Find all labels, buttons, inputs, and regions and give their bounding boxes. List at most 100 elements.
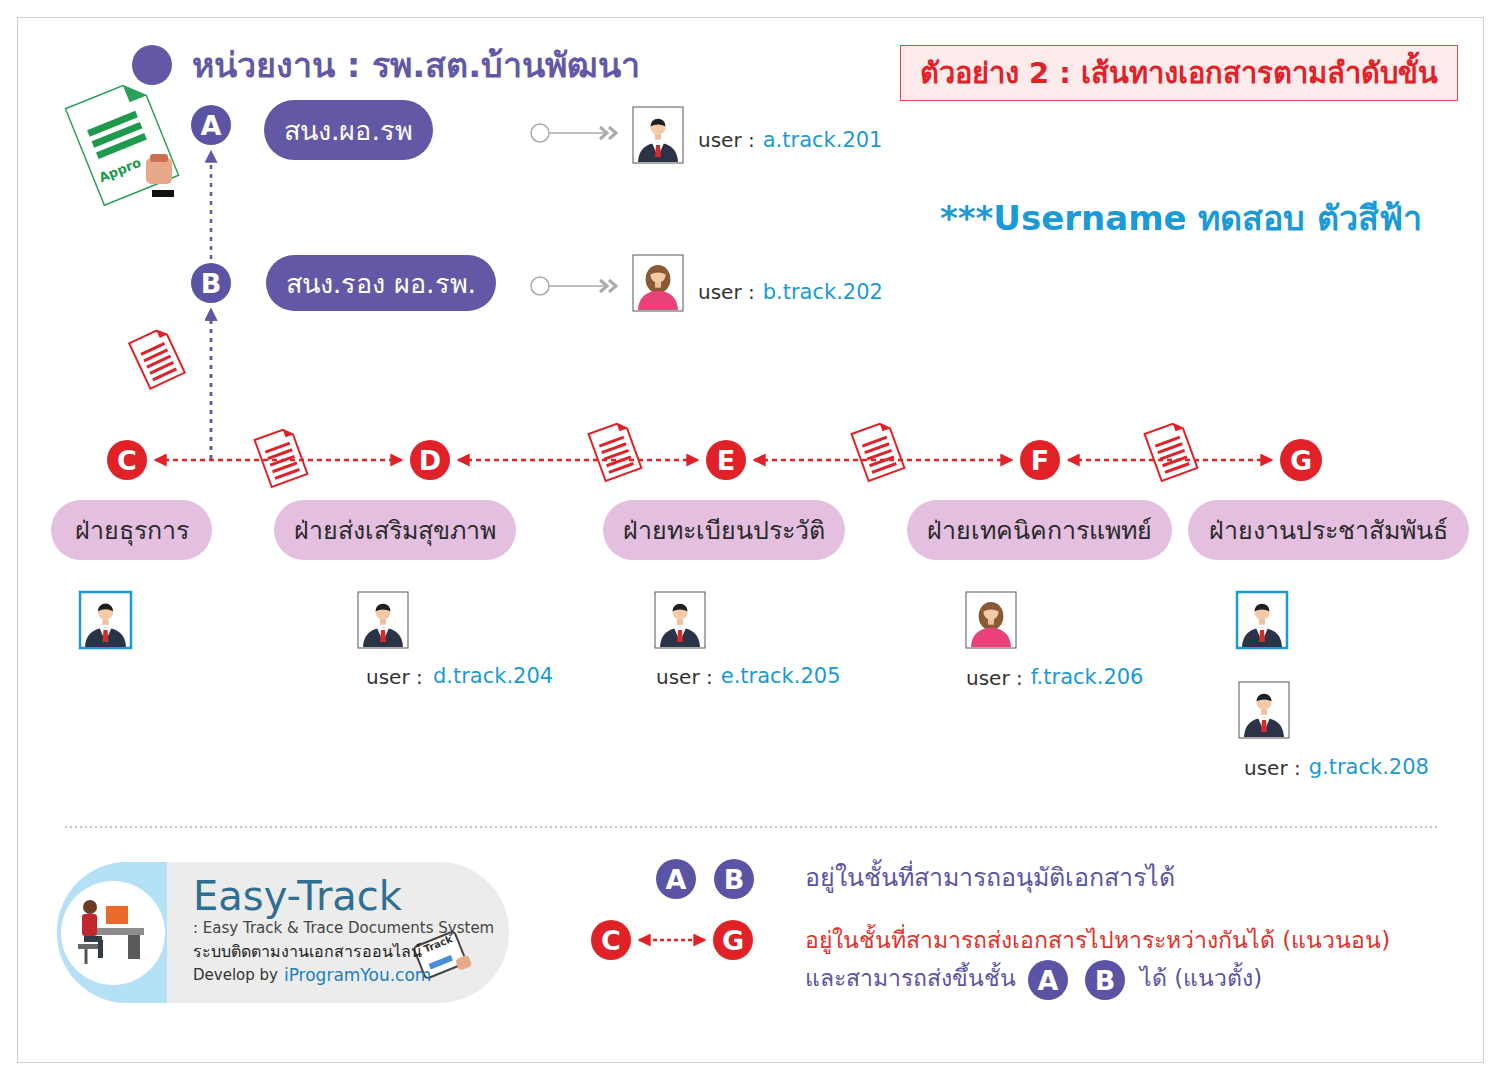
icon-frame [966, 592, 1016, 648]
section-circle: E [706, 440, 746, 480]
fold [283, 427, 293, 437]
body [638, 143, 678, 162]
user-prefix: user : [656, 665, 713, 689]
hair [98, 604, 113, 612]
shirt [377, 628, 389, 642]
approve-connector [210, 151, 213, 259]
tie [677, 630, 683, 642]
body [1242, 628, 1282, 647]
username: g.track.208 [1309, 755, 1429, 779]
fold [156, 327, 167, 338]
user-icon [966, 592, 1016, 648]
face [673, 605, 688, 620]
hair [376, 604, 391, 612]
fold [1173, 421, 1183, 431]
circle-letter: F [1031, 447, 1049, 474]
document-icon [589, 421, 642, 481]
circle-letter: B [1095, 967, 1116, 994]
section-circle: C [107, 440, 147, 480]
user-prefix: user : [698, 280, 755, 304]
circle-fill [656, 859, 696, 899]
body [971, 628, 1011, 647]
body [85, 628, 126, 647]
circle-fill [1280, 439, 1322, 481]
username: f.track.206 [1031, 665, 1144, 689]
node-text: ตัวอย่าง 2 : เส้นทางเอกสารตามลำดับขั้น [920, 50, 1438, 96]
level-circle: B [191, 263, 231, 303]
logo-panel [57, 862, 509, 1003]
body [660, 628, 700, 647]
department-pill: ฝ่ายงานประชาสัมพันธ์ [1188, 500, 1469, 560]
shirt [100, 628, 112, 642]
section-circle: G [1280, 439, 1322, 481]
user-pointer [531, 277, 616, 295]
legend-note: อยู่ในชั้นที่สามารถส่งเอกสารไปหาระหว่างก… [805, 922, 1390, 958]
section-circle: G [713, 920, 753, 960]
username: d.track.204 [433, 664, 553, 688]
panel-ground [57, 862, 509, 1003]
circle-letter: B [724, 866, 745, 893]
node-text: ฝ่ายเทคนิคการแพทย์ [927, 510, 1152, 550]
section-circle: D [410, 440, 450, 480]
face [651, 120, 666, 135]
circle-fill [714, 859, 754, 899]
node-text: สนง.ผอ.รพ [284, 109, 413, 152]
hair [646, 265, 671, 294]
body [363, 628, 403, 647]
approve-connector [210, 309, 213, 459]
icon-frame [1237, 592, 1287, 648]
legend-note: และสามารถส่งขึ้นชั้น [805, 960, 1016, 996]
node-text: สนง.รอง ผอ.รพ. [286, 262, 476, 305]
logo-title: Easy-Track [193, 872, 402, 920]
paper [1145, 421, 1198, 481]
node-text: ฝ่ายงานประชาสัมพันธ์ [1209, 510, 1448, 550]
shirt [1256, 628, 1268, 642]
body [638, 291, 678, 310]
circle-fill [591, 920, 631, 960]
circle-fill [191, 105, 231, 145]
hair [984, 604, 999, 612]
text-line [872, 463, 896, 472]
icon-frame [633, 255, 683, 311]
user-icon [358, 592, 408, 648]
paper [852, 421, 905, 481]
face [376, 605, 391, 620]
hair [979, 602, 1004, 631]
approve-connector [210, 309, 213, 459]
text-line [275, 469, 299, 478]
face [984, 605, 999, 620]
fold [617, 421, 627, 431]
user-icon [655, 592, 705, 648]
send-connector [458, 459, 698, 462]
hair [651, 267, 666, 275]
circle-letter: C [601, 927, 621, 954]
hair [1255, 604, 1270, 612]
approve-icon [65, 79, 178, 205]
department-pill: ฝ่ายส่งเสริมสุขภาพ [274, 500, 516, 560]
hair [673, 604, 688, 612]
fold [880, 421, 890, 431]
hair [1257, 694, 1272, 702]
circle-letter: A [1038, 967, 1059, 994]
username: b.track.202 [763, 280, 883, 304]
shirt [652, 143, 664, 157]
body [1244, 718, 1284, 737]
circle-letter: G [1290, 447, 1312, 474]
user-prefix: user : [1244, 756, 1301, 780]
department-pill: ฝ่ายเทคนิคการแพทย์ [907, 500, 1172, 560]
send-connector [1068, 459, 1272, 462]
legend-note: อยู่ในชั้นที่สามารถอนุมัติเอกสารได้ [805, 857, 1175, 897]
circle-letter: G [722, 927, 744, 954]
circle-letter: A [666, 866, 687, 893]
user-icon [633, 255, 683, 311]
circle-fill [713, 920, 753, 960]
document-icon [129, 327, 185, 388]
shirt [1258, 718, 1270, 732]
circle-fill [191, 263, 231, 303]
user-icon [633, 107, 683, 163]
node-text: ฝ่ายทะเบียนประวัติ [623, 510, 825, 550]
icon-frame [80, 592, 131, 648]
separator-line [65, 826, 1440, 828]
circle-fill [410, 440, 450, 480]
